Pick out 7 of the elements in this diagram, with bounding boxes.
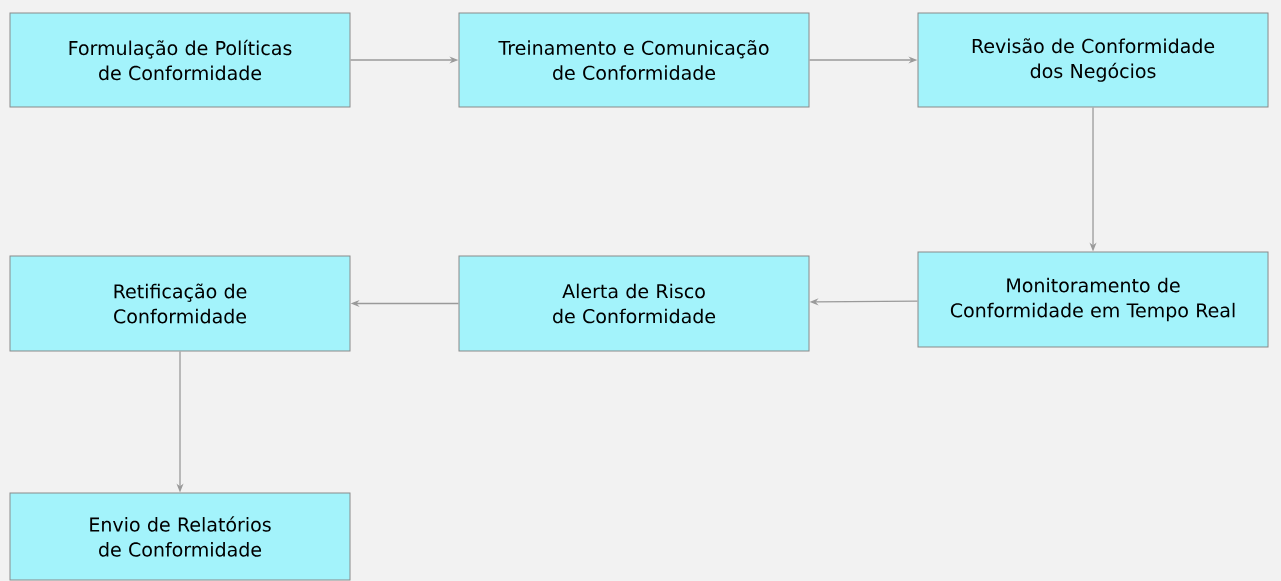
process-box: Alerta de Risco de Conformidade	[458, 255, 810, 352]
process-box: Retificação de Conformidade	[9, 255, 351, 352]
process-box: Envio de Relatórios de Conformidade	[9, 492, 351, 581]
process-box: Treinamento e Comunicação de Conformidade	[458, 12, 810, 108]
process-box: Monitoramento de Conformidade em Tempo Real	[917, 251, 1269, 348]
process-box: Formulação de Políticas de Conformidade	[9, 12, 351, 108]
process-box: Revisão de Conformidade dos Negócios	[917, 12, 1269, 108]
